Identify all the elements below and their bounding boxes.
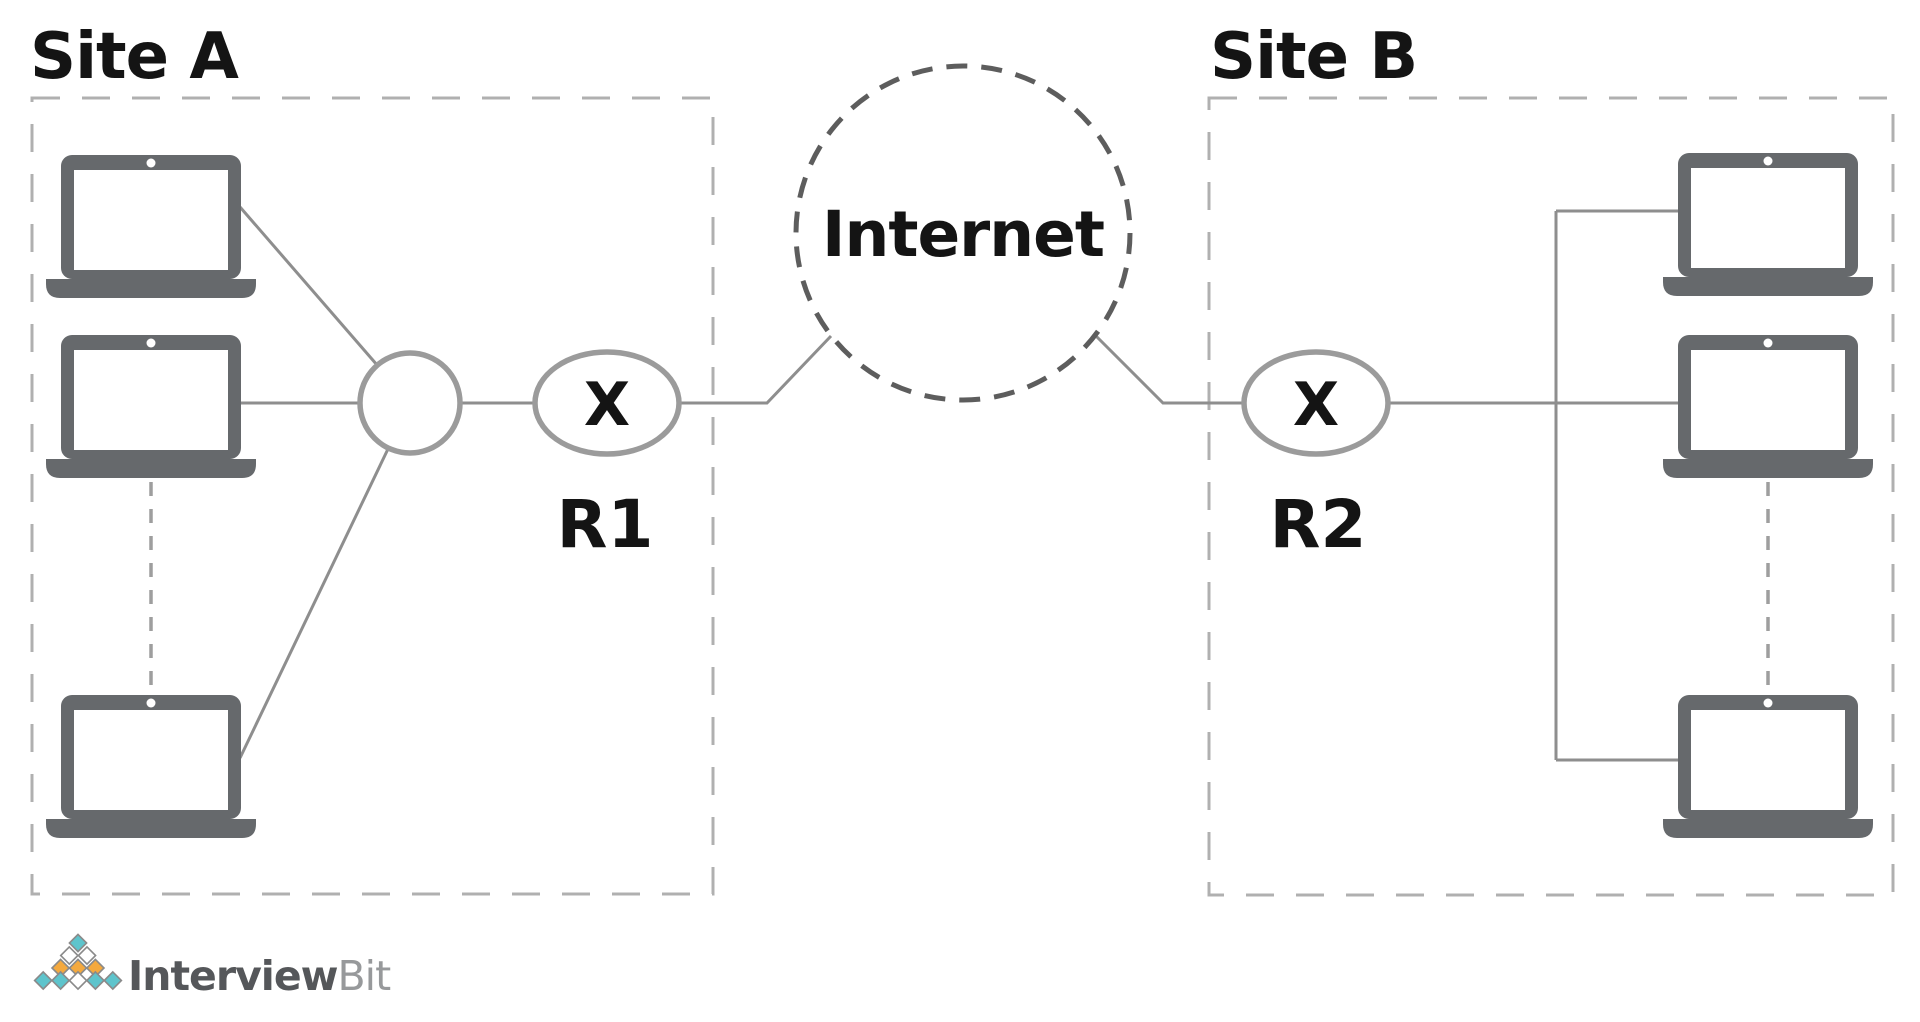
router-r1-x-mark: X bbox=[584, 370, 630, 440]
router-r1: X R1 bbox=[532, 349, 682, 563]
site-a-boundary-box bbox=[30, 96, 715, 896]
interviewbit-logo: InterviewBit bbox=[33, 933, 392, 1000]
logo-wordmark: InterviewBit bbox=[128, 952, 391, 1000]
link-laptop-a3-hub bbox=[238, 402, 412, 759]
site-b-title: Site B bbox=[1210, 20, 1417, 94]
laptop-icon-b3 bbox=[1663, 695, 1873, 838]
laptop-icon-a3 bbox=[46, 695, 256, 838]
hub-node bbox=[357, 350, 463, 456]
site-b-boundary-box bbox=[1207, 96, 1895, 897]
dashed-laptop-links bbox=[149, 482, 1770, 690]
internet-circle bbox=[793, 63, 1133, 403]
router-r2-ellipse bbox=[1241, 349, 1391, 457]
link-internet-r2 bbox=[1094, 334, 1245, 405]
laptop-icon-a1 bbox=[46, 155, 256, 298]
router-r1-label: R1 bbox=[557, 486, 654, 563]
site-a-title: Site A bbox=[30, 20, 239, 94]
logo-text-interview: Interview bbox=[128, 952, 338, 1000]
internet-cloud: Internet bbox=[793, 63, 1133, 403]
router-r2: X R2 bbox=[1241, 349, 1391, 563]
router-r1-ellipse bbox=[532, 349, 682, 457]
internet-label: Internet bbox=[822, 198, 1104, 271]
laptop-icon-b1 bbox=[1663, 153, 1873, 296]
router-r2-x-mark: X bbox=[1293, 370, 1339, 440]
router-r2-label: R2 bbox=[1270, 486, 1367, 563]
link-r1-internet bbox=[679, 334, 833, 405]
laptop-icon-b2 bbox=[1663, 335, 1873, 478]
logo-text-bit: Bit bbox=[338, 952, 392, 1000]
logo-pyramid-icon bbox=[33, 933, 123, 990]
laptop-icon-a2 bbox=[46, 335, 256, 478]
